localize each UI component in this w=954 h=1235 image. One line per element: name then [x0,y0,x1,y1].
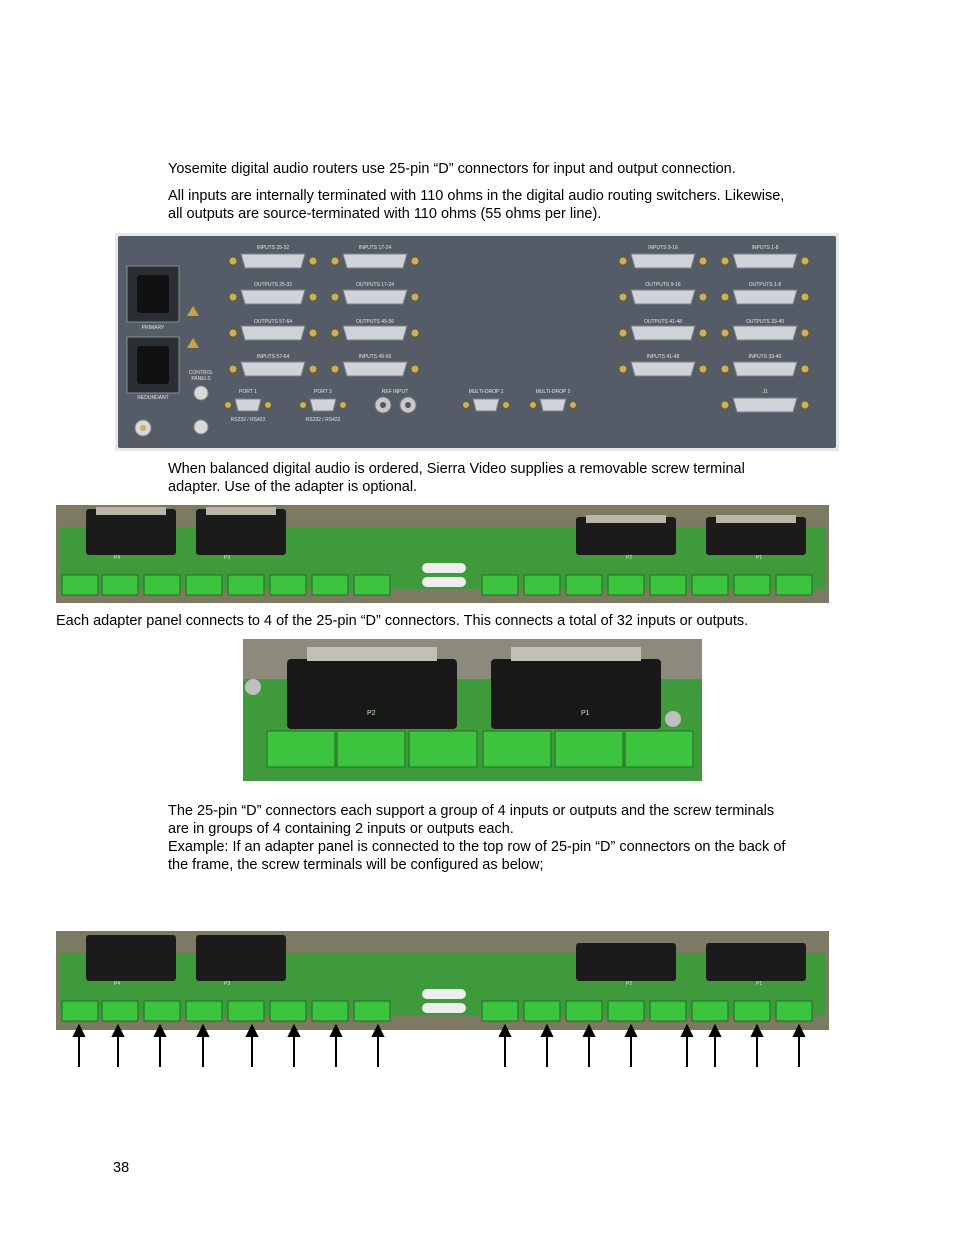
paragraph-adapter-summary: Each adapter panel connects to 4 of the … [56,613,749,629]
label-p2-top: P2 [626,555,632,561]
label-outputs-33-40: OUTPUTS 33-40 [746,319,784,325]
label-outputs-1-8: OUTPUTS 1-8 [749,282,782,288]
adapter-board-photo-2: P4 P3 P2 P1 [56,931,829,1030]
label-port-1: PORT 1 [239,389,257,395]
adapter-board-drawing: P4 P3 P2 P1 [56,505,829,603]
label-p1-bottom: P1 [756,981,762,987]
label-inputs-1-8: INPUTS 1-8 [752,245,779,251]
adapter-closeup-photo: P2 P1 [243,639,702,781]
label-inputs-57-64: INPUTS 57-64 [257,354,290,360]
label-redundant: REDUNDANT [137,395,168,401]
label-rs-2: RS232 / RS422 [306,417,341,423]
page-number: 38 [113,1160,130,1176]
adapter-board-photo: P4 P3 P2 P1 [56,505,829,603]
label-outputs-49-56: OUTPUTS 49-56 [356,319,394,325]
label-outputs-41-48: OUTPUTS 41-48 [644,319,682,325]
label-outputs-57-64: OUTPUTS 57-64 [254,319,292,325]
paragraph-example-line2: the frame, the screw terminals will be c… [168,857,544,873]
paragraph-termination-line1: All inputs are internally terminated wit… [168,188,785,204]
label-multi-drop-1: MULTI-DROP 1 [469,389,504,395]
label-primary: PRIMARY [142,325,165,331]
label-p1-top: P1 [756,555,762,561]
label-inputs-9-16: INPUTS 9-16 [648,245,678,251]
label-panels: PANELS [191,376,211,382]
terminal-arrows [72,1023,806,1067]
paragraph-adapter-line1: When balanced digital audio is ordered, … [168,461,745,477]
paragraph-example-line1: Example: If an adapter panel is connecte… [168,839,786,855]
label-port-2: PORT 2 [314,389,332,395]
paragraph-groups-line1: The 25-pin “D” connectors each support a… [168,803,775,819]
label-p2-closeup: P2 [367,710,376,717]
adapter-board-drawing-2: P4 P3 P2 P1 [56,931,829,1030]
label-p4-top: P4 [114,555,120,561]
label-inputs-49-56: INPUTS 49-56 [359,354,392,360]
adapter-closeup-drawing: P2 P1 [243,639,702,781]
label-outputs-17-24: OUTPUTS 17-24 [356,282,394,288]
label-p1-closeup: P1 [581,710,590,717]
label-p3-bottom: P3 [224,981,230,987]
label-control: CONTROL [189,370,214,376]
paragraph-termination-line2: all outputs are source-terminated with 1… [168,206,602,222]
paragraph-adapter-line2: adapter. Use of the adapter is optional. [168,479,418,495]
label-outputs-25-32: OUTPUTS 25-32 [254,282,292,288]
label-outputs-9-16: OUTPUTS 9-16 [645,282,681,288]
label-p4-bottom: P4 [114,981,120,987]
rear-panel-drawing: PRIMARY REDUNDANT CONTROL PANELS INPUTS … [115,233,839,451]
rear-panel-photo: PRIMARY REDUNDANT CONTROL PANELS INPUTS … [115,233,839,451]
label-inputs-17-24: INPUTS 17-24 [359,245,392,251]
label-inputs-33-40: INPUTS 33-40 [749,354,782,360]
label-j1: J1 [762,389,768,395]
paragraph-intro: Yosemite digital audio routers use 25-pi… [168,161,736,177]
label-p3-top: P3 [224,555,230,561]
label-inputs-25-32: INPUTS 25-32 [257,245,290,251]
paragraph-groups-line2: are in groups of 4 containing 2 inputs o… [168,821,514,837]
label-ref-input: REF INPUT [382,389,408,395]
label-inputs-41-48: INPUTS 41-48 [647,354,680,360]
label-p2-bottom: P2 [626,981,632,987]
label-multi-drop-2: MULTI-DROP 2 [536,389,571,395]
label-rs-1: RS232 / RS422 [231,417,266,423]
